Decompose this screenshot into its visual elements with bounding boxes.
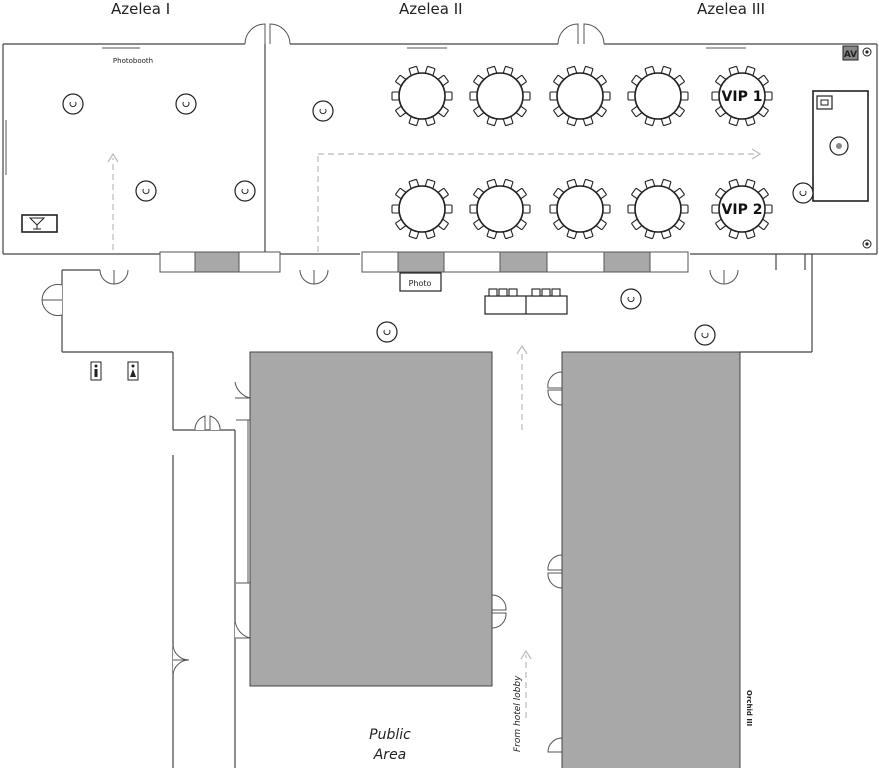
table-6: [391, 178, 453, 240]
cocktail-table-icon: [62, 93, 84, 115]
cocktail-table-icon: [312, 100, 334, 122]
room-label-azelea-3: Azelea III: [697, 0, 765, 18]
banquet-tables: VIP 1 VIP 2: [391, 65, 773, 240]
speaker-icon: [862, 47, 872, 249]
vip-2-label: VIP 2: [722, 202, 763, 218]
meeting-room-block-left: [249, 351, 493, 687]
stage-platform: [812, 90, 869, 202]
flow-arrows: [107, 148, 762, 718]
av-label: AV: [844, 50, 857, 60]
cocktail-table-icon: [694, 324, 716, 346]
table-top: [398, 72, 446, 120]
table-top: [476, 72, 524, 120]
men-restroom-icon: [90, 361, 102, 381]
room-label-azelea-1: Azelea I: [111, 0, 171, 18]
table-top: [398, 185, 446, 233]
cocktail-table-icon: [792, 182, 814, 204]
table-2: [469, 65, 531, 127]
martini-bar-icon: [21, 214, 58, 233]
table-top: [476, 185, 524, 233]
room-label-azelea-2: Azelea II: [399, 0, 463, 18]
table-top: [718, 185, 766, 233]
doors: [41, 23, 739, 753]
photo-station-label: Photo: [409, 279, 432, 288]
public-area-label-line2: Area: [373, 747, 407, 763]
orchid-3-room-block: [561, 351, 741, 768]
table-7: [469, 178, 531, 240]
av-booth: AV: [842, 45, 859, 61]
cocktail-table-icon: [234, 180, 256, 202]
cocktail-table-icon: [376, 321, 398, 343]
women-restroom-icon: [127, 361, 139, 381]
vip-2: VIP 2: [711, 178, 773, 240]
table-9: [627, 178, 689, 240]
table-top: [556, 185, 604, 233]
room-label-orchid-3: Orchid III: [745, 690, 753, 726]
table-top: [634, 185, 682, 233]
photobooth-label: Photobooth: [113, 57, 153, 65]
lobby-direction-label: From hotel lobby: [513, 675, 523, 752]
cocktail-table-icon: [175, 93, 197, 115]
cocktail-table-icon: [135, 180, 157, 202]
table-4: [627, 65, 689, 127]
table-top: [634, 72, 682, 120]
ballroom-walls: [2, 43, 878, 768]
table-top: [718, 72, 766, 120]
cocktail-table-icon: [620, 288, 642, 310]
table-top: [556, 72, 604, 120]
registration-desk: [484, 288, 568, 315]
table-3: [549, 65, 611, 127]
table-1: [391, 65, 453, 127]
public-area-label-line1: Public: [369, 727, 411, 743]
table-8: [549, 178, 611, 240]
cocktail-tables: [62, 93, 814, 346]
vip-1: VIP 1: [711, 65, 773, 127]
buffet-counters: [159, 251, 689, 273]
vip-1-label: VIP 1: [722, 89, 763, 105]
photo-station: [399, 272, 442, 292]
